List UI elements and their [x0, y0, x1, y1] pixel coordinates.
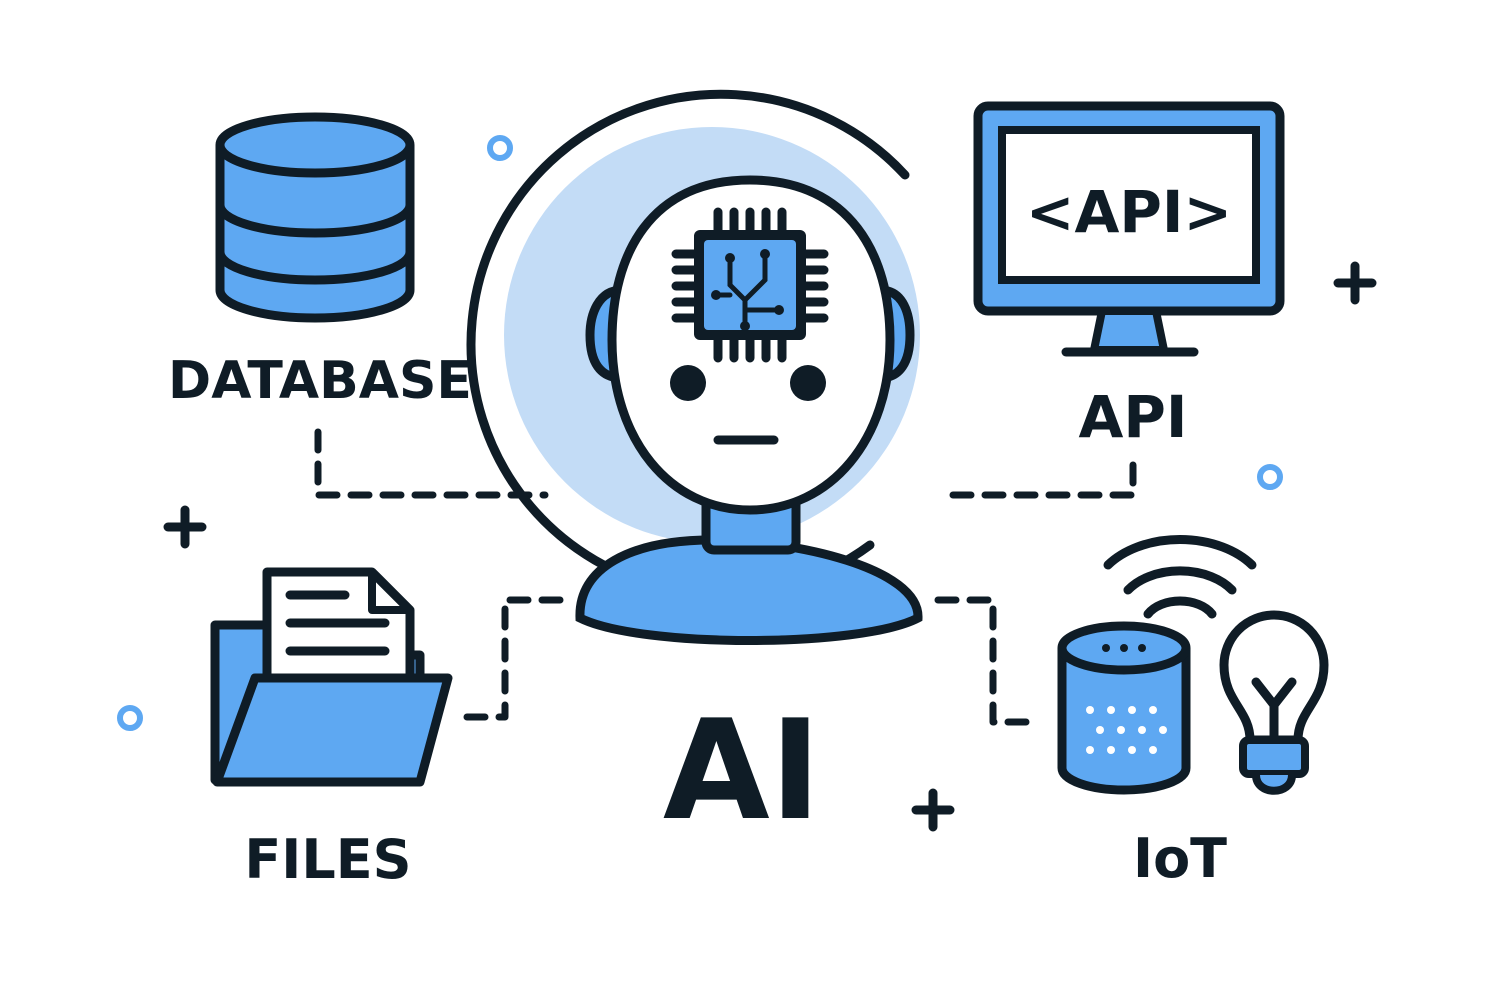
- folder-icon: [210, 567, 453, 787]
- plus-decoration-icon: [1333, 261, 1377, 305]
- smart-speaker-icon: [1057, 621, 1191, 795]
- chip-icon: [671, 207, 829, 363]
- robot-eye-left: [670, 365, 706, 401]
- connector-files: [456, 596, 564, 721]
- api-screen-text: <API>: [1026, 178, 1232, 246]
- robot-head-icon: [466, 89, 923, 645]
- files-label: FILES: [244, 828, 411, 891]
- connector-api: [944, 461, 1137, 499]
- decorations: [117, 135, 1377, 832]
- plus-decoration-icon: [163, 505, 207, 549]
- database-icon: [215, 112, 415, 323]
- iot-label: IoT: [1133, 827, 1227, 890]
- robot-eye-right: [790, 365, 826, 401]
- api-label: API: [1079, 383, 1188, 451]
- document-icon: [262, 567, 415, 705]
- plus-decoration-icon: [911, 788, 955, 832]
- connector-iot: [934, 596, 1039, 726]
- wifi-icon: [1103, 534, 1257, 619]
- connector-database: [314, 428, 549, 499]
- ring-decoration-icon: [1257, 464, 1283, 490]
- ring-decoration-icon: [117, 705, 143, 731]
- database-label: DATABASE: [168, 351, 472, 411]
- lightbulb-icon: [1219, 610, 1329, 795]
- ring-decoration-icon: [487, 135, 513, 161]
- monitor-icon: [973, 101, 1285, 357]
- ai-label: AI: [663, 690, 821, 851]
- connectors: [314, 428, 1137, 726]
- robot-shoulders: [575, 535, 923, 645]
